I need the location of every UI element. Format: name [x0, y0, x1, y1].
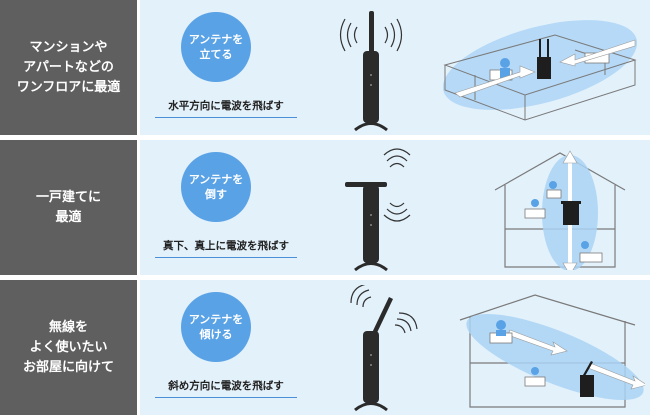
row-label: 無線を よく使いたい お部屋に向けて: [0, 280, 137, 415]
router-folded-icon: [345, 148, 411, 272]
row-label: 一戸建てに 最適: [0, 140, 137, 275]
antenna-instruction-bubble: アンテナを 倒す: [181, 152, 251, 222]
apartment-floor-illustration: [442, 20, 638, 121]
signal-direction-caption: 斜め方向に電波を飛ばす: [155, 378, 297, 398]
antenna-instruction-bubble: アンテナを 傾ける: [181, 292, 251, 362]
signal-direction-caption: 真下、真上に電波を飛ばす: [155, 238, 297, 258]
row-content: アンテナを 倒す 真下、真上に電波を飛ばす: [140, 140, 650, 275]
row-label: マンションや アパートなどの ワンフロアに最適: [0, 0, 137, 135]
row-content: アンテナを 立てる 水平方向に電波を飛ばす: [140, 0, 650, 135]
row-content: アンテナを 傾ける 斜め方向に電波を飛ばす: [140, 280, 650, 415]
antenna-instruction-bubble: アンテナを 立てる: [181, 12, 251, 82]
router-tilted-icon: [350, 285, 418, 412]
angled-room-illustration: [459, 294, 645, 408]
row-one-floor: マンションや アパートなどの ワンフロアに最適 アンテナを 立てる 水平方向に電…: [0, 0, 650, 135]
row-detached-house: 一戸建てに 最適 アンテナを 倒す 真下、真上に電波を飛ばす: [0, 140, 650, 275]
signal-direction-caption: 水平方向に電波を飛ばす: [155, 98, 297, 118]
detached-house-illustration: [494, 150, 626, 270]
router-upright-icon: [339, 11, 403, 132]
row-target-room: 無線を よく使いたい お部屋に向けて アンテナを 傾ける 斜め方向に電波を飛ばす: [0, 280, 650, 415]
